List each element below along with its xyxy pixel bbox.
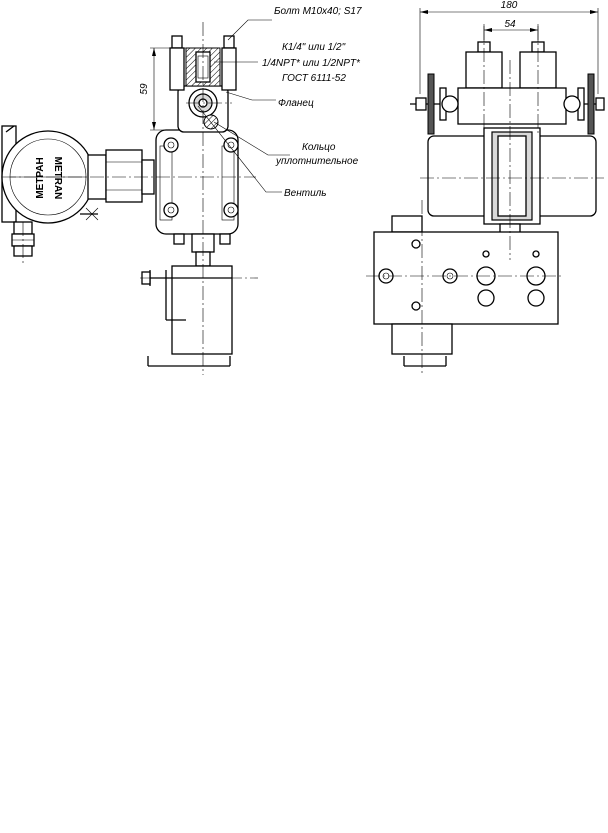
callout-flange: Фланец [278,98,314,109]
dimension-59-label: 59 [139,83,150,95]
housing-label-right: METRAN [52,157,63,200]
transmitter-housing: МЕТРАН METRAN [1,125,95,264]
side-valve-right [563,73,605,135]
side-view: МЕТРАН METRAN [1,6,362,375]
leader-lines [197,19,290,193]
mounting-plate [366,231,564,325]
manifold-body [155,129,239,235]
dimension-54: 54 [483,19,539,44]
callout-bolt: Болт М10х40; S17 [274,6,362,17]
callout-thread-1: К1/4" или 1/2" [282,42,346,53]
callout-ring-2: уплотнительное [275,156,359,167]
callout-valve: Вентиль [284,188,327,199]
side-valve-left [410,73,459,135]
bottom-pipe-assembly [141,233,233,367]
dimension-59: 59 [139,47,186,131]
callout-ring-1: Кольцо [302,142,336,153]
dimension-54-label: 54 [504,19,516,30]
housing-label-left: МЕТРАН [35,157,46,198]
callout-thread-2: 1/4NPT* или 1/2NPT* [262,58,361,69]
front-view: 180 54 [366,0,605,375]
callout-thread-3: ГОСТ 6111-52 [282,73,346,84]
dimension-180: 180 [419,0,599,94]
transmitter-neck [80,149,155,221]
dimension-180-label: 180 [501,0,518,11]
